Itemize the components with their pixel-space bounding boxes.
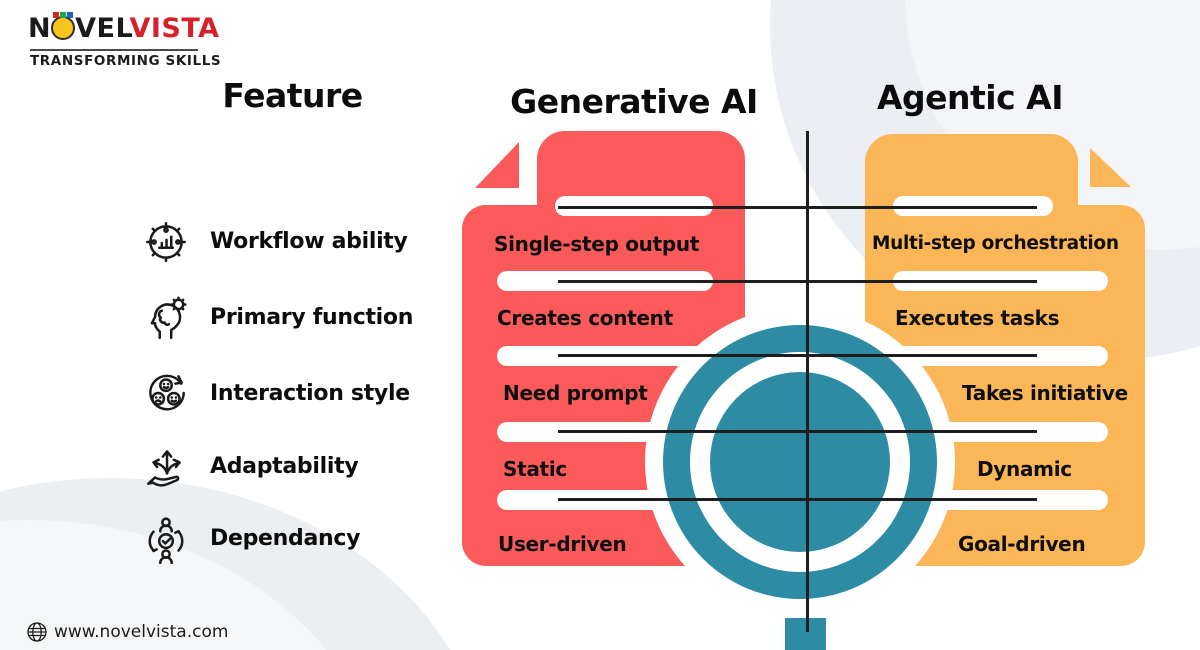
- connector-line-row5: [558, 498, 1037, 501]
- logo-tagline: TRANSFORMING SKILLS: [30, 53, 222, 69]
- feature-label-primary-function: Primary function: [210, 305, 414, 330]
- feature-label-interaction-style: Interaction style: [210, 381, 410, 406]
- generative-card-corner-fold: [475, 142, 519, 188]
- generative-row-interaction: Need prompt: [503, 381, 648, 405]
- agentic-row-dependancy: Goal-driven: [958, 532, 1086, 556]
- feature-label-adaptability: Adaptability: [210, 454, 359, 479]
- website-url: www.novelvista.com: [54, 622, 229, 642]
- people-check-cycle-icon: [141, 514, 191, 565]
- lightbulb-o-icon: [51, 12, 76, 40]
- generative-row-dependancy: User-driven: [498, 532, 627, 556]
- logo-vel: VEL: [75, 13, 130, 44]
- magnifier-lens-circle: [710, 372, 890, 552]
- agentic-row-workflow: Multi-step orchestration: [872, 233, 1119, 254]
- center-divider-line: [806, 131, 809, 632]
- logo-divider: [30, 49, 198, 51]
- generative-ai-column-header: Generative AI: [510, 82, 758, 121]
- agentic-row-adaptability: Dynamic: [977, 457, 1072, 481]
- connector-line-row3: [558, 354, 1037, 357]
- connector-line-row1: [558, 206, 1037, 209]
- logo-n: N: [28, 13, 52, 44]
- novelvista-logo: N VELVISTA: [28, 12, 258, 46]
- globe-icon: [26, 621, 48, 643]
- head-gear-icon: [141, 293, 191, 343]
- agentic-ai-column-header: Agentic AI: [877, 78, 1064, 117]
- generative-row-adaptability: Static: [503, 457, 567, 481]
- connector-line-row4: [558, 430, 1037, 433]
- logo-vista: VISTA: [129, 13, 220, 44]
- workflow-gear-icon: [141, 217, 191, 267]
- connector-line-row2: [558, 280, 1037, 283]
- feature-column-header: Feature: [222, 76, 363, 115]
- generative-row-workflow: Single-step output: [494, 232, 700, 256]
- hand-arrows-icon: [141, 441, 191, 491]
- generative-row-function: Creates content: [497, 306, 673, 330]
- logo-wordmark: N VELVISTA: [28, 12, 258, 46]
- feature-label-dependancy: Dependancy: [210, 526, 361, 551]
- agentic-row-interaction: Takes initiative: [962, 381, 1128, 405]
- agentic-row-function: Executes tasks: [895, 306, 1060, 330]
- magnifier-handle: [785, 618, 826, 650]
- faces-cycle-icon: [141, 368, 191, 418]
- feature-label-workflow-ability: Workflow ability: [210, 229, 408, 254]
